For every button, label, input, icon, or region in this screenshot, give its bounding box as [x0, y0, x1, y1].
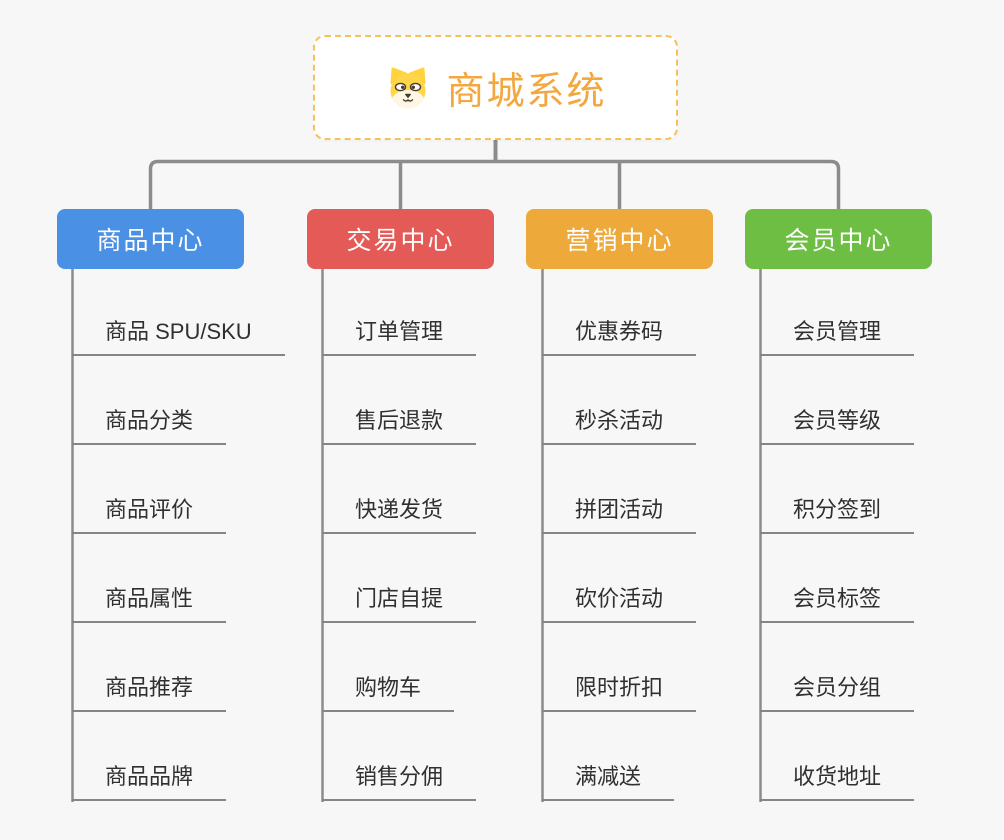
subtopic-node[interactable]: 快递发货 [322, 490, 477, 534]
subtopic-node[interactable]: 满减送 [542, 757, 675, 801]
subtopic-node[interactable]: 商品 SPU/SKU [72, 312, 285, 356]
dog-icon [384, 64, 432, 112]
subtopic-node[interactable]: 商品品牌 [72, 757, 227, 801]
subtopic-node[interactable]: 会员分组 [760, 668, 915, 712]
subtopic-node[interactable]: 销售分佣 [322, 757, 477, 801]
subtopic-node[interactable]: 商品分类 [72, 401, 227, 445]
subtopic-node[interactable]: 收货地址 [760, 757, 915, 801]
subtopic-node[interactable]: 商品推荐 [72, 668, 227, 712]
subtopic-node[interactable]: 会员标签 [760, 579, 915, 623]
subtopic-node[interactable]: 会员等级 [760, 401, 915, 445]
root-node[interactable]: 商城系统 [313, 35, 678, 140]
branch-label: 营销中心 [565, 227, 674, 255]
root-label: 商城系统 [446, 71, 607, 113]
subtopic-node[interactable]: 积分签到 [760, 490, 915, 534]
subtopic-node[interactable]: 商品属性 [72, 579, 227, 623]
subtopic-node[interactable]: 秒杀活动 [542, 401, 697, 445]
subtopic-node[interactable]: 门店自提 [322, 579, 477, 623]
subtopic-node[interactable]: 订单管理 [322, 312, 477, 356]
branch-label: 交易中心 [346, 227, 455, 255]
subtopic-node[interactable]: 限时折扣 [542, 668, 697, 712]
subtopic-node[interactable]: 购物车 [322, 668, 455, 712]
subtopic-node[interactable]: 优惠券码 [542, 312, 697, 356]
subtopic-node[interactable]: 砍价活动 [542, 579, 697, 623]
branch-trade-center[interactable]: 交易中心 [307, 209, 494, 269]
branch-label: 商品中心 [96, 227, 205, 255]
subtopic-node[interactable]: 商品评价 [72, 490, 227, 534]
subtopic-node[interactable]: 拼团活动 [542, 490, 697, 534]
subtopic-node[interactable]: 会员管理 [760, 312, 915, 356]
branch-product-center[interactable]: 商品中心 [57, 209, 244, 269]
branch-member-center[interactable]: 会员中心 [745, 209, 932, 269]
branch-marketing-center[interactable]: 营销中心 [526, 209, 713, 269]
branch-label: 会员中心 [784, 227, 893, 255]
subtopic-node[interactable]: 售后退款 [322, 401, 477, 445]
branch-rail-line [148, 159, 841, 211]
